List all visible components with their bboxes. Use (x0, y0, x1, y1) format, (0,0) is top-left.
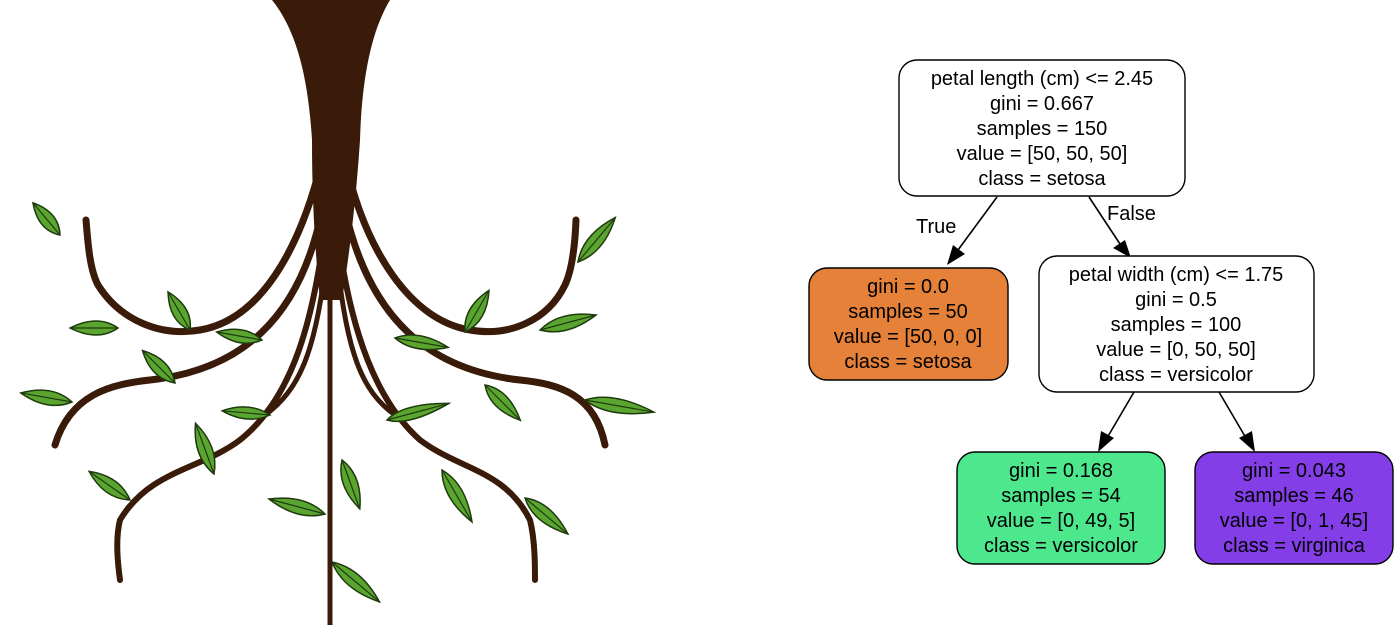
tree-leaves (19, 201, 657, 604)
decision-tree: True False petal length (cm) <= 2.45 gin… (808, 59, 1394, 565)
node-versicolor-line-1: gini = 0.168 (1009, 460, 1113, 482)
edge-right-leaf (1218, 391, 1255, 452)
tree-edges: True False (916, 196, 1255, 452)
node-virginica-line-4: class = virginica (1223, 535, 1366, 557)
node-versicolor-box (956, 451, 1166, 565)
node-virginica-leaf: gini = 0.043 samples = 46 value = [0, 1,… (1194, 451, 1394, 565)
node-root-line-5: class = setosa (978, 168, 1106, 190)
node-virginica-line-3: value = [0, 1, 45] (1220, 510, 1368, 532)
node-versicolor-line-2: samples = 54 (1001, 485, 1121, 507)
node-setosa-line-2: samples = 50 (848, 301, 968, 323)
node-root-line-1: petal length (cm) <= 2.45 (931, 68, 1153, 90)
node-root-line-4: value = [50, 50, 50] (957, 143, 1128, 165)
edge-label-false: False (1107, 203, 1156, 225)
node-versicolor-leaf: gini = 0.168 samples = 54 value = [0, 49… (956, 451, 1166, 565)
node-virginica-box (1194, 451, 1394, 565)
node-petal-width-split: petal width (cm) <= 1.75 gini = 0.5 samp… (1038, 255, 1315, 393)
node-virginica-line-2: samples = 46 (1234, 485, 1354, 507)
node-root-line-2: gini = 0.667 (990, 93, 1094, 115)
node-petal-width-line-2: gini = 0.5 (1135, 289, 1217, 311)
node-petal-width-line-5: class = versicolor (1099, 364, 1253, 386)
edge-label-true: True (916, 216, 956, 238)
node-setosa-leaf: gini = 0.0 samples = 50 value = [50, 0, … (808, 267, 1009, 381)
node-setosa-line-3: value = [50, 0, 0] (834, 326, 982, 348)
tree-trunk (272, 0, 390, 300)
node-petal-width-line-3: samples = 100 (1111, 314, 1242, 336)
edge-left-leaf (1098, 391, 1135, 452)
node-petal-width-line-4: value = [0, 50, 50] (1096, 339, 1256, 361)
node-versicolor-line-3: value = [0, 49, 5] (987, 510, 1135, 532)
node-root-box (898, 59, 1186, 197)
node-root-line-3: samples = 150 (977, 118, 1108, 140)
edge-true: True (916, 196, 998, 265)
node-virginica-line-1: gini = 0.043 (1242, 460, 1346, 482)
node-setosa-line-1: gini = 0.0 (867, 276, 949, 298)
tree-illustration (19, 0, 657, 625)
node-petal-width-box (1038, 255, 1315, 393)
node-petal-width-line-1: petal width (cm) <= 1.75 (1069, 264, 1284, 286)
node-setosa-box (808, 267, 1009, 381)
node-root: petal length (cm) <= 2.45 gini = 0.667 s… (898, 59, 1186, 197)
node-versicolor-line-4: class = versicolor (984, 535, 1138, 557)
node-setosa-line-4: class = setosa (844, 351, 972, 373)
edge-false: False (1088, 196, 1156, 258)
tree-branches (51, 0, 609, 625)
